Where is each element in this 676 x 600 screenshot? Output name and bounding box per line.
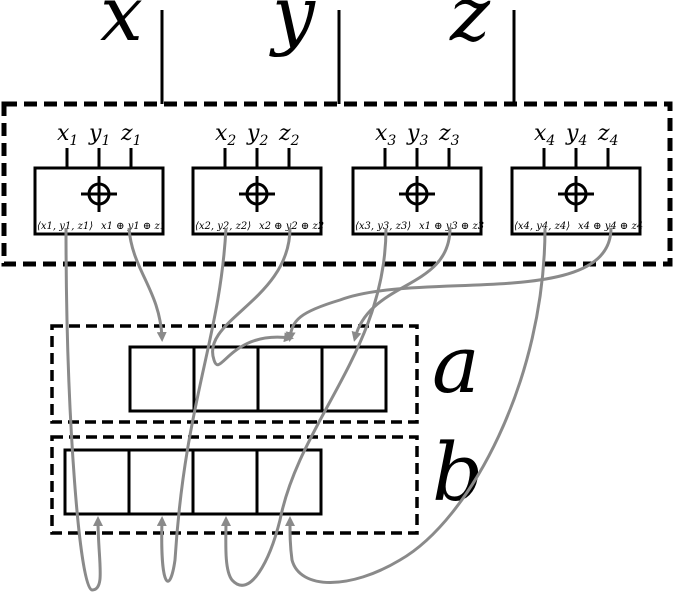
gate-3-port-label: y3 [406, 121, 428, 149]
register-b-frame [50, 435, 419, 535]
register-a-frame [50, 324, 419, 424]
gate-4: x4 y4 z4 ⟨x4, y4, z4⟩ x4 ⊕ y4 ⊕ z4 [510, 121, 643, 236]
gate-group-frame [1, 101, 673, 267]
arrow-gate3-to-b3 [220, 227, 388, 587]
register-b [63, 448, 323, 516]
arrow-gate1-to-a1 [127, 227, 167, 342]
register-a [128, 345, 388, 413]
routing-arrows [64, 227, 613, 592]
arrow-gate4-to-b4 [285, 227, 547, 584]
gate-row: x1 y1 z1 ⟨x1, y1, z1⟩ x1 ⊕ y1 ⊕ z1 x2 y2 z2 ⟨x2,… [33, 121, 643, 236]
gate-1-tuple-output: ⟨x1, y1, z1⟩ [37, 221, 93, 232]
gate-4-xor-output: x4 ⊕ y4 ⊕ z4 [578, 221, 643, 232]
gate-1-port-label: x1 [57, 121, 78, 149]
arrow-gate2-to-b2 [156, 227, 228, 583]
gate-1: x1 y1 z1 ⟨x1, y1, z1⟩ x1 ⊕ y1 ⊕ z1 [33, 121, 166, 236]
arrow-gate3-to-a4 [351, 227, 452, 342]
gate-4-tuple-output: ⟨x4, y4, z4⟩ [514, 221, 570, 232]
gate-2-xor-output: x2 ⊕ y2 ⊕ z2 [259, 221, 324, 232]
gate-3-xor-output: x1 ⊕ y3 ⊕ z3 [419, 221, 484, 232]
register-a-label: a [432, 318, 480, 411]
gate-2-port-label: y2 [246, 121, 268, 149]
gate-2: x2 y2 z2 ⟨x2, y2, z2⟩ x2 ⊕ y2 ⊕ z2 [191, 121, 324, 236]
gate-3-port-label: z3 [438, 121, 460, 149]
gate-1-xor-output: x1 ⊕ y1 ⊕ z1 [101, 221, 166, 232]
input-label-y: y [269, 0, 316, 58]
gate-4-port-label: x4 [534, 121, 555, 149]
input-label-x: x [100, 0, 143, 58]
input-label-z: z [449, 0, 491, 58]
gate-3-tuple-output: ⟨x3, y3, z3⟩ [355, 221, 411, 232]
arrow-gate1-to-b1 [64, 227, 104, 592]
arrow-gate4-to-a2 [285, 227, 613, 342]
gate-4-port-label: z4 [597, 121, 619, 149]
gate-3-port-label: x3 [375, 121, 396, 149]
gate-2-port-label: x2 [215, 121, 236, 149]
gate-4-port-label: y4 [565, 121, 587, 149]
gate-1-port-label: y1 [88, 121, 110, 149]
gate-3: x3 y3 z3 ⟨x3, y3, z3⟩ x1 ⊕ y3 ⊕ z3 [351, 121, 484, 236]
gate-2-tuple-output: ⟨x2, y2, z2⟩ [195, 221, 251, 232]
gate-1-port-label: z1 [120, 121, 142, 149]
gate-2-port-label: z2 [278, 121, 300, 149]
arrow-gate2-to-a3 [211, 227, 294, 367]
